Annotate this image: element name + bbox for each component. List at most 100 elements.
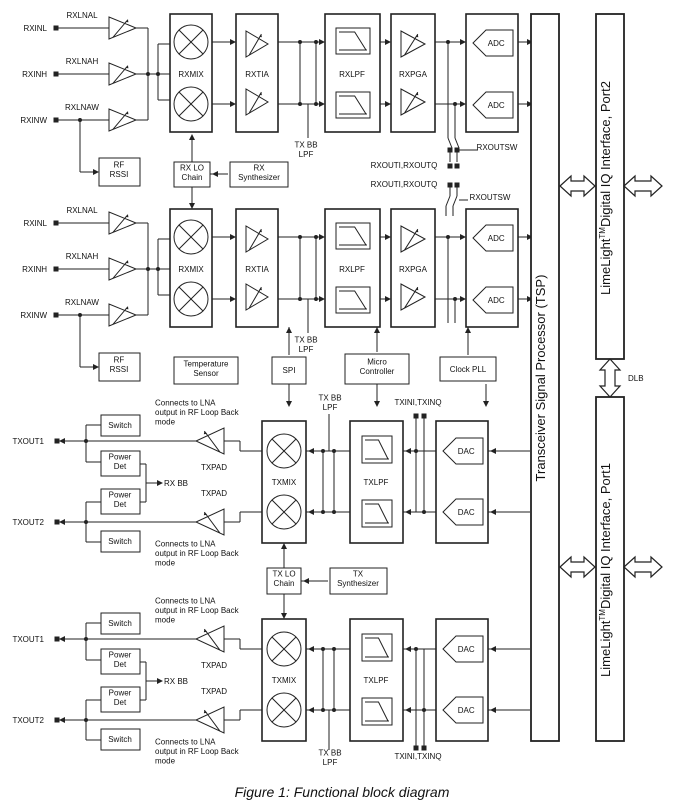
arrowhead [157, 480, 163, 486]
arrowhead [465, 327, 471, 333]
txout-pin-label: TXOUT1 [12, 437, 44, 446]
txpad-amplifier [194, 427, 225, 455]
wire [404, 286, 419, 309]
arrowhead [303, 578, 309, 584]
arrowhead [59, 636, 65, 642]
pin-marker [454, 147, 460, 153]
rx-input-pin-label: RXINH [22, 265, 47, 274]
adc-converter-label: ADC [488, 101, 505, 110]
wire [339, 95, 367, 115]
arrowhead [415, 34, 419, 38]
arrowhead [385, 101, 391, 107]
wire [365, 439, 389, 460]
arrowhead [308, 707, 314, 713]
arrowhead [125, 111, 129, 115]
lna-label: RXLNAW [65, 103, 99, 112]
txout-pin-label: TXOUT2 [12, 716, 44, 725]
rxlpf-label: RXLPF [339, 265, 365, 274]
arrowhead [203, 512, 208, 516]
spi-label: SPI [283, 366, 296, 375]
junction-dot [156, 72, 160, 76]
pin-marker [447, 147, 453, 153]
wire [271, 438, 297, 464]
adc-converter [472, 29, 514, 57]
txmix-label: TXMIX [272, 478, 297, 487]
rf-rssi-block [98, 352, 141, 382]
arrowhead [460, 296, 466, 302]
rf-rssi-block [98, 157, 141, 187]
dac-converter [442, 498, 484, 526]
arrowhead [319, 234, 325, 240]
wire [178, 29, 204, 55]
rxlpf-label: RXLPF [339, 70, 365, 79]
arrowhead [405, 707, 411, 713]
pin-marker [454, 182, 460, 188]
limelight-port-label: LimeLightTMDigital IQ Interface, Port2 [598, 81, 613, 295]
txlpf-label: TXLPF [364, 478, 389, 487]
micro-controller-block [344, 353, 410, 385]
arrowhead [415, 229, 419, 233]
arrowhead [374, 327, 380, 333]
arrowhead [125, 306, 129, 310]
lna-amplifier [108, 108, 138, 132]
arrowhead [319, 39, 325, 45]
tx-synthesizer-block [329, 567, 388, 595]
rxpga-block [390, 13, 436, 133]
arrowhead [230, 39, 236, 45]
wire [112, 260, 129, 279]
pin-marker [413, 745, 419, 751]
arrowhead [212, 171, 218, 177]
txpad-amplifier [194, 625, 225, 653]
arrowhead [230, 234, 236, 240]
rx-input-pin-label: RXINW [20, 116, 47, 125]
wire [112, 306, 129, 325]
dlb-label: DLB [628, 374, 644, 383]
arrowhead [527, 296, 533, 302]
wire [203, 430, 221, 453]
arrowhead [286, 401, 292, 407]
wire [404, 228, 419, 251]
wire [178, 286, 204, 312]
wire [339, 226, 367, 246]
rx-bb-label: RX BB [164, 479, 188, 488]
arrowhead [157, 678, 163, 684]
lna-label: RXLNAW [65, 298, 99, 307]
arrowhead [230, 101, 236, 107]
rxout-pins-label: RXOUTI,RXOUTQ [371, 161, 438, 170]
wire [339, 290, 367, 310]
wire [248, 228, 262, 251]
junction-dot [78, 118, 82, 122]
pin-marker [421, 413, 427, 419]
rxtia-block [235, 208, 279, 328]
lna-label: RXLNAH [66, 57, 99, 66]
txin-pins-label: TXINI,TXINQ [394, 398, 441, 407]
lna-amplifier [108, 16, 138, 40]
limelight-port-label: LimeLightTMDigital IQ Interface, Port1 [598, 463, 613, 677]
arrowhead [203, 431, 208, 435]
rxpga-label: RXPGA [399, 265, 428, 274]
rxmix-label: RXMIX [178, 265, 204, 274]
wire [112, 111, 129, 130]
wire [112, 65, 129, 84]
adc-converter-label: ADC [488, 296, 505, 305]
wire [445, 195, 451, 207]
wire [365, 637, 389, 658]
arrowhead [308, 509, 314, 515]
arrowhead [405, 448, 411, 454]
port2-external-arrow [623, 174, 663, 198]
pin-marker [421, 745, 427, 751]
arrowhead [490, 646, 496, 652]
tsp-port1-arrow [559, 555, 596, 579]
rx-input-pin-label: RXINL [23, 219, 47, 228]
switch-label: Switch [108, 735, 132, 744]
